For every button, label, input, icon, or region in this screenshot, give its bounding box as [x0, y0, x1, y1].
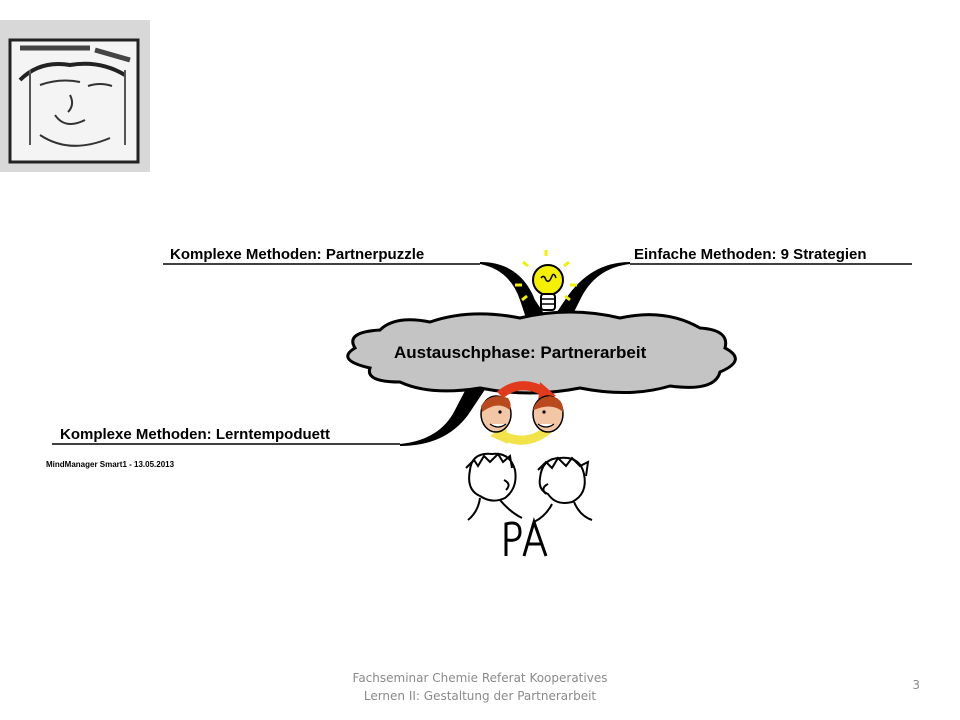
center-topic-label: Austauschphase: Partnerarbeit — [394, 343, 647, 362]
branch-label-lerntempoduett: Komplexe Methoden: Lerntempoduett — [60, 426, 331, 443]
slide-number: 3 — [912, 678, 920, 692]
footer-line-2: Lernen II: Gestaltung der Partnerarbeit — [363, 689, 597, 703]
branch-label-9-strategien: Einfache Methoden: 9 Strategien — [634, 246, 867, 263]
footer-line-1: Fachseminar Chemie Referat Kooperatives — [352, 671, 608, 685]
pa-letters — [504, 517, 548, 557]
lightbulb-icon — [515, 250, 577, 311]
portrait-sketch-image — [0, 20, 150, 172]
mindmanager-caption: MindManager Smart1 - 13.05.2013 — [46, 460, 175, 469]
connector-bottom-left — [400, 385, 488, 446]
center-cloud — [346, 310, 737, 395]
mindmap-diagram — [52, 250, 912, 557]
slide-footer: Fachseminar Chemie Referat Kooperatives … — [330, 669, 630, 705]
partner-sketch-figures — [465, 452, 593, 557]
branch-label-partnerpuzzle: Komplexe Methoden: Partnerpuzzle — [170, 246, 425, 263]
partner-exchange-icon — [480, 381, 564, 445]
connector-top-left — [480, 262, 555, 330]
